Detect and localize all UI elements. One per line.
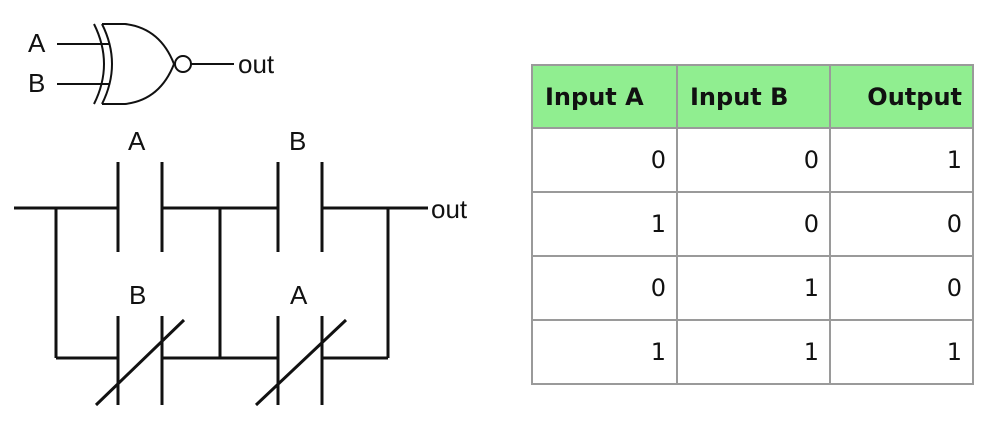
- gate-body-top-curve: [102, 23, 175, 65]
- gate-input-a-label: A: [28, 28, 46, 58]
- table-header-row: Input A Input B Output: [531, 64, 974, 129]
- table-cell: 0: [531, 127, 678, 193]
- contact-b-normally-open: [276, 162, 324, 252]
- column-header-input-b: Input B: [676, 64, 831, 129]
- table-cell: 0: [676, 191, 831, 257]
- xnor-gate-symbol: A B out: [28, 23, 275, 105]
- contact-top-right-label: B: [289, 126, 306, 156]
- gate-body-bottom-curve: [102, 63, 175, 105]
- contact-bottom-left-label: B: [129, 280, 146, 310]
- table-row: 0 0 1: [531, 127, 974, 193]
- table-cell: 0: [829, 191, 974, 257]
- gate-output-label: out: [238, 49, 275, 79]
- contact-bottom-right-label: A: [290, 280, 308, 310]
- gate-extra-input-curve: [93, 23, 105, 105]
- gate-inversion-bubble: [174, 55, 192, 73]
- table-cell: 0: [829, 255, 974, 321]
- table-cell: 0: [676, 127, 831, 193]
- table-row: 0 1 0: [531, 255, 974, 321]
- contact-a-normally-open: [116, 162, 164, 252]
- column-header-output: Output: [829, 64, 974, 129]
- table-cell: 0: [531, 255, 678, 321]
- xnor-diagram: A B out: [14, 23, 468, 407]
- column-header-input-a: Input A: [531, 64, 678, 129]
- table-cell: 1: [531, 319, 678, 385]
- table-cell: 1: [829, 127, 974, 193]
- table-cell: 1: [676, 255, 831, 321]
- contact-b-normally-closed: [94, 316, 186, 407]
- table-cell: 1: [531, 191, 678, 257]
- table-cell: 1: [676, 319, 831, 385]
- table-cell: 1: [829, 319, 974, 385]
- table-row: 1 0 0: [531, 191, 974, 257]
- table-row: 1 1 1: [531, 319, 974, 385]
- contact-top-left-label: A: [128, 126, 146, 156]
- gate-body-back-curve: [101, 23, 113, 105]
- ladder-output-label: out: [431, 194, 468, 224]
- gate-input-b-label: B: [28, 68, 45, 98]
- truth-table: Input A Input B Output 0 0 1 1 0 0 0 1 0…: [531, 64, 974, 385]
- contact-a-normally-closed: [254, 316, 348, 407]
- ladder-diagram: A B B A out: [14, 126, 468, 407]
